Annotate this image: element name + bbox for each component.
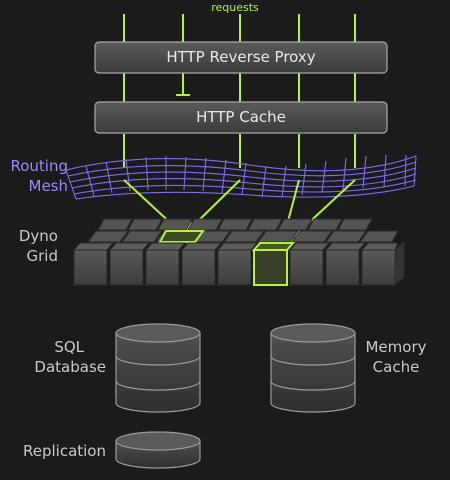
dyno-grid: [72, 218, 405, 287]
replication-cylinder: [115, 431, 201, 469]
memory-cache-label-line2: Cache: [372, 358, 420, 376]
requests-label: requests: [211, 1, 259, 14]
sql-database-label-line1: SQL: [54, 338, 84, 356]
replication-label: Replication: [22, 442, 106, 460]
active-dyno-back: [158, 230, 205, 243]
routing-mesh-label-line2: Mesh: [28, 177, 69, 195]
memory-cache-label-line1: Memory: [365, 338, 427, 356]
sql-database-label-line2: Database: [34, 358, 106, 376]
memory-cache-label: Memory Cache: [356, 337, 436, 377]
dyno-grid-label-line2: Grid: [26, 247, 58, 265]
request-lines: [123, 14, 356, 168]
sql-database-label: SQL Database: [2, 337, 106, 377]
http-cache-label: HTTP Cache: [196, 108, 286, 126]
active-dyno-front: [251, 242, 296, 286]
http-reverse-proxy-box: [94, 41, 388, 74]
http-cache-box: [94, 101, 388, 134]
memory-cache-cylinder: [270, 323, 356, 413]
dyno-grid-label: Dyno Grid: [2, 226, 58, 266]
http-reverse-proxy-label: HTTP Reverse Proxy: [166, 48, 316, 66]
routing-mesh-label: Routing Mesh: [2, 156, 68, 196]
sql-database-cylinder: [115, 323, 201, 413]
routing-mesh-label-line1: Routing: [10, 157, 68, 175]
dyno-grid-label-line1: Dyno: [18, 227, 58, 245]
routing-mesh: [65, 154, 417, 200]
